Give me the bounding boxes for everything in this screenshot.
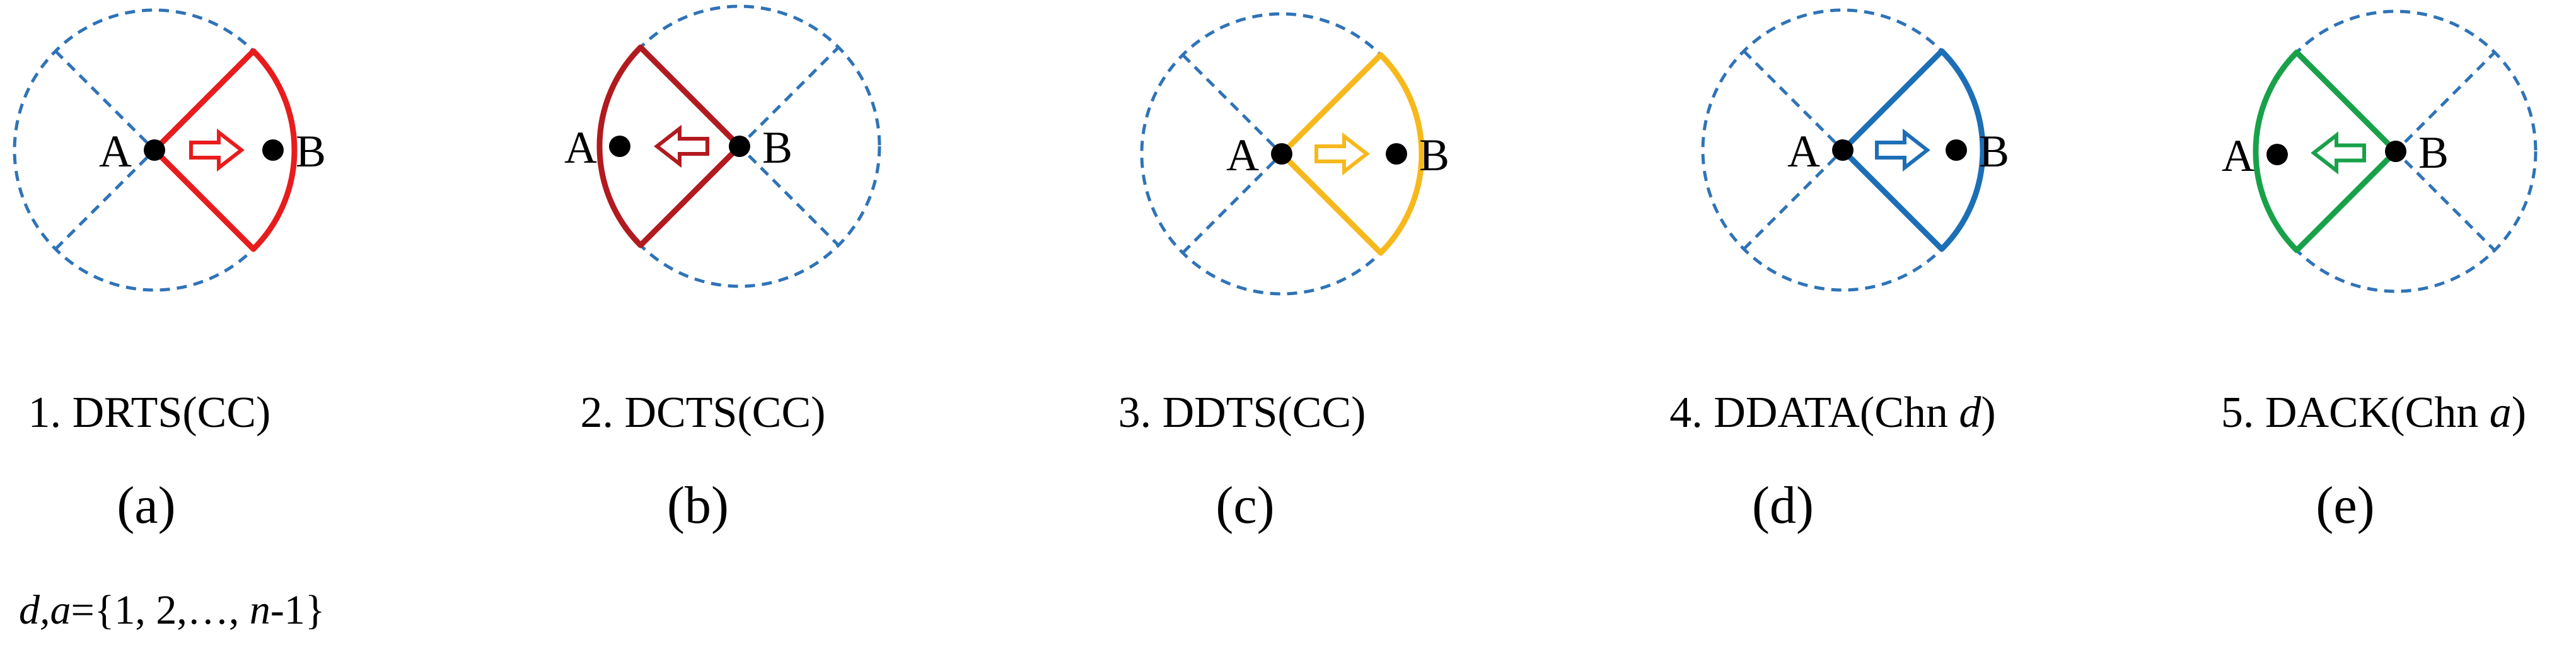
node-a-dot-d — [1832, 139, 1854, 161]
sublabel-a: (a) — [117, 476, 176, 535]
direction-arrow-e — [2311, 131, 2366, 175]
footnote-set-definition: d,a={1, 2,…, n-1} — [19, 587, 325, 633]
node-b-label-e: B — [2418, 127, 2449, 178]
node-a-label-b: A — [564, 122, 597, 173]
node-b-dot-a — [262, 139, 284, 161]
node-b-label-a: B — [296, 126, 326, 177]
range-circle-b — [598, 4, 881, 288]
caption-d: 4. DDATA(Chn d) — [1669, 388, 1996, 437]
caption-a: 1. DRTS(CC) — [28, 388, 271, 437]
node-b-label-c: B — [1419, 130, 1449, 180]
sublabel-b: (b) — [667, 476, 729, 535]
node-b-label-d: B — [1979, 126, 2009, 177]
direction-arrow-c — [1314, 132, 1370, 176]
node-a-dot-c — [1271, 143, 1292, 165]
range-circle-e — [2254, 9, 2538, 293]
beam-sector-b — [596, 44, 743, 248]
beam-sector-a — [151, 48, 298, 252]
direction-arrow-b — [654, 124, 709, 168]
node-a-label-d: A — [1787, 126, 1820, 177]
beam-sector-e — [2253, 49, 2399, 253]
beam-sector-d — [1840, 48, 1986, 252]
node-a-dot-a — [144, 139, 165, 161]
node-b-dot-c — [1386, 143, 1407, 165]
sublabel-d: (d) — [1752, 476, 1814, 535]
node-a-dot-e — [2266, 144, 2288, 165]
caption-e: 5. DACK(Chn a) — [2220, 388, 2527, 437]
node-a-label-a: A — [99, 126, 132, 177]
direction-arrow-d — [1875, 128, 1930, 172]
beam-sector-c — [1279, 52, 1425, 256]
node-b-dot-e — [2385, 141, 2406, 162]
caption-c: 3. DDTS(CC) — [1118, 388, 1366, 437]
node-b-dot-d — [1946, 139, 1967, 161]
sublabel-e: (e) — [2316, 476, 2375, 535]
node-a-label-e: A — [2222, 131, 2254, 181]
node-b-dot-b — [729, 136, 750, 157]
node-b-label-b: B — [762, 122, 792, 173]
direction-arrow-a — [189, 128, 245, 172]
node-a-dot-b — [609, 136, 630, 157]
node-a-label-c: A — [1226, 130, 1259, 180]
caption-b: 2. DCTS(CC) — [580, 388, 826, 437]
sublabel-c: (c) — [1215, 476, 1275, 535]
